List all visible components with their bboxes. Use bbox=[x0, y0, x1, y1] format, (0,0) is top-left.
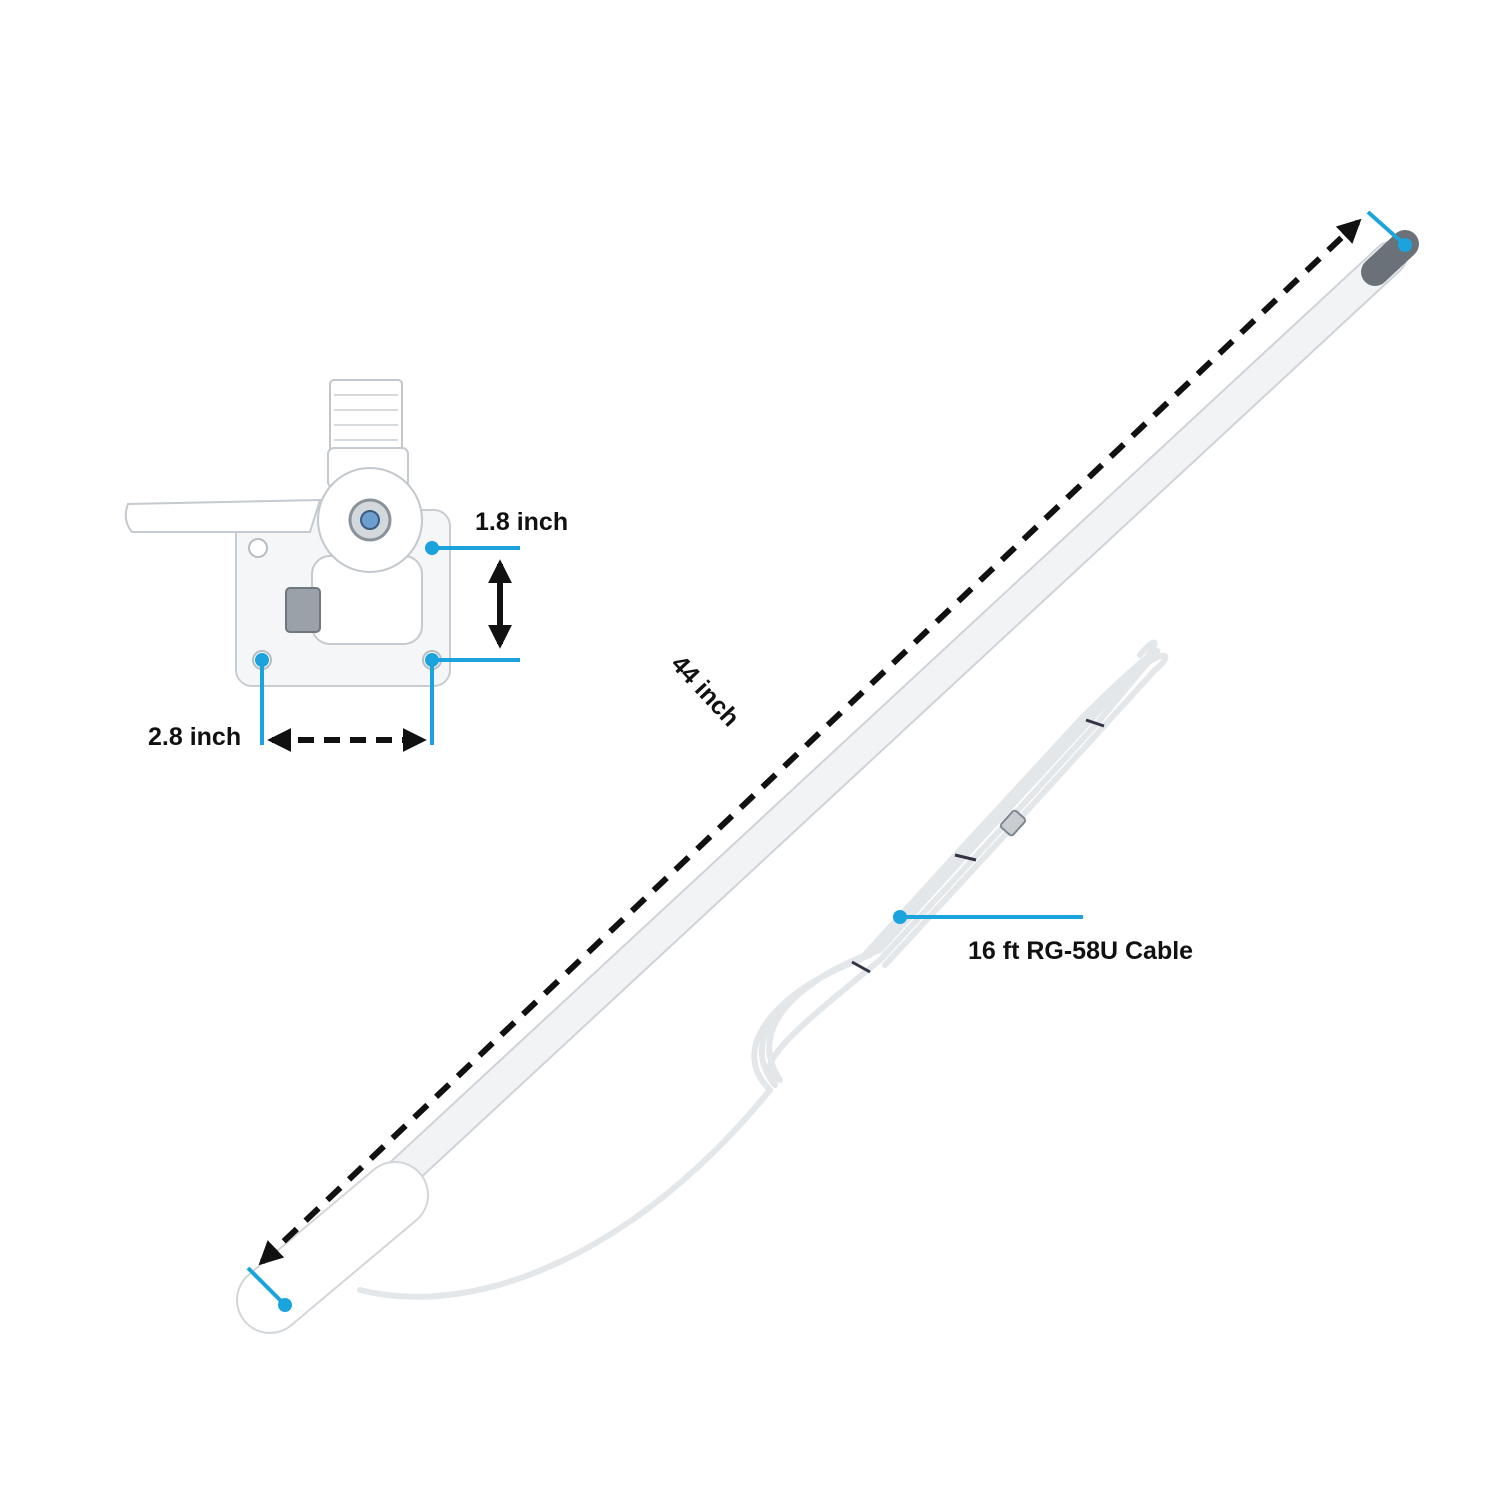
length-arrow bbox=[258, 218, 1362, 1266]
coax-cable bbox=[357, 639, 1169, 1300]
cable-label: 16 ft RG-58U Cable bbox=[968, 937, 1194, 965]
hex-bolt bbox=[285, 587, 321, 633]
antenna-rod bbox=[290, 243, 1405, 1278]
lever-handle bbox=[124, 498, 322, 533]
bracket-width-label: 2.8 inch bbox=[148, 723, 242, 751]
mount-hole-top-left bbox=[248, 538, 268, 558]
bracket-height-label: 1.8 inch bbox=[475, 508, 569, 536]
antenna bbox=[236, 230, 1419, 1334]
antenna-base bbox=[238, 1163, 427, 1332]
mount-bracket bbox=[124, 379, 451, 687]
length-dimension bbox=[246, 210, 1412, 1312]
cable-callout bbox=[893, 910, 1083, 924]
